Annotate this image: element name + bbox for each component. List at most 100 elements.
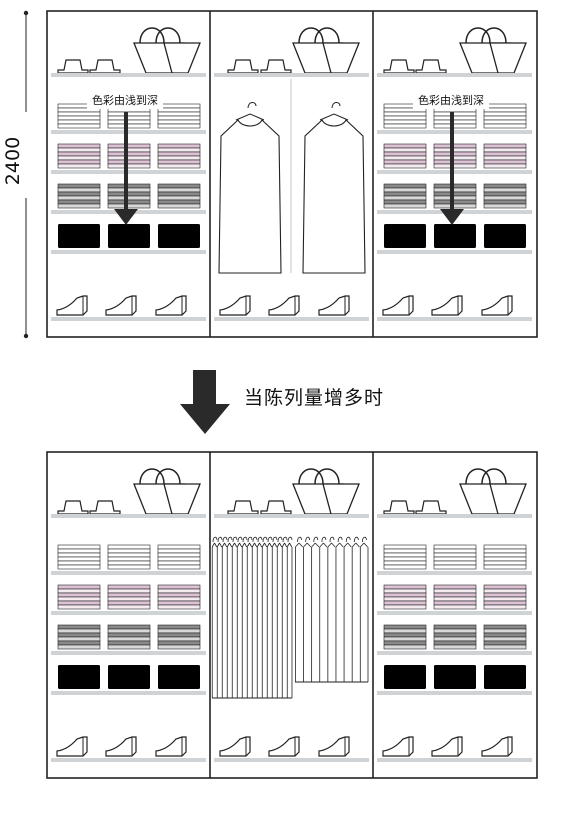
shelf-board (214, 73, 369, 77)
folded-clothes-stack (157, 584, 201, 610)
folded-clothes-stack (107, 183, 151, 209)
folded-clothes-stack (433, 544, 477, 570)
shelf-row (377, 624, 532, 655)
shoe-icon (268, 295, 300, 316)
shelf-board (51, 691, 206, 695)
hanger-icon (261, 536, 268, 698)
hanging-bay (214, 27, 369, 321)
transition-caption: 当陈列量增多时 (244, 387, 385, 409)
shelf-board (51, 758, 206, 762)
folded-clothes-stack (384, 224, 426, 248)
shelf-row (51, 143, 206, 174)
shoe-icon (431, 736, 463, 757)
hat-icon (227, 500, 259, 515)
folded-clothes-stack (383, 103, 427, 129)
hanging-bay (211, 468, 369, 762)
hat-icon (227, 59, 259, 74)
hanger-icon (266, 536, 273, 698)
shelf-board (377, 170, 532, 174)
hanger-icon (303, 536, 312, 682)
folded-clothes-stack (383, 183, 427, 209)
shoe-icon (268, 736, 300, 757)
shelf-board (51, 250, 206, 254)
shelf-board (214, 317, 369, 321)
folded-clothes-stack (107, 624, 151, 650)
hanger-icon (241, 536, 248, 698)
folded-clothes-stack (107, 584, 151, 610)
handbag-icon (459, 27, 527, 74)
folded-clothes-stack (434, 665, 476, 689)
dimension-endpoint (23, 10, 29, 16)
shoe-icon (382, 295, 414, 316)
shoe-icon (481, 736, 513, 757)
hat-icon (57, 500, 89, 515)
shelf-board (51, 73, 206, 77)
handbag-icon (133, 468, 201, 515)
folded-clothes-stack (107, 143, 151, 169)
folded-clothes-stack (483, 624, 527, 650)
folded-clothes-stack (483, 544, 527, 570)
shelf-bay (51, 468, 206, 762)
shelf-board (377, 758, 532, 762)
hanger-icon (271, 536, 278, 698)
hat-icon (415, 59, 447, 74)
hat-icon (260, 59, 292, 74)
hanger-icon (359, 536, 368, 682)
folded-clothes-stack (383, 544, 427, 570)
folded-clothes-stack (383, 584, 427, 610)
hanger-icon (246, 536, 253, 698)
folded-clothes-stack (483, 143, 527, 169)
height-dimension-label: 2400 (2, 136, 24, 186)
hanger-icon (295, 536, 304, 682)
shelf-row (51, 584, 206, 615)
folded-clothes-stack (483, 103, 527, 129)
shoe-icon (318, 736, 350, 757)
shelf-board (51, 130, 206, 134)
folded-clothes-stack (157, 103, 201, 129)
folded-clothes-stack (108, 665, 150, 689)
shoe-icon (105, 736, 137, 757)
folded-clothes-stack (483, 584, 527, 610)
shelf-board (377, 651, 532, 655)
hanger-icon (256, 536, 263, 698)
hanger-icon (276, 536, 283, 698)
annotations (8, 10, 464, 434)
shelf-board (377, 130, 532, 134)
hanger-icon (286, 536, 293, 698)
shoe-icon (382, 736, 414, 757)
hanger-icon (226, 536, 233, 698)
hanger-icon (343, 536, 352, 682)
folded-clothes-stack (434, 224, 476, 248)
hanging-garments-row (295, 536, 369, 683)
folded-clothes-stack (433, 624, 477, 650)
shelf-board (377, 317, 532, 321)
shoe-icon (56, 295, 88, 316)
handbag-icon (292, 468, 360, 515)
shoe-icon (431, 295, 463, 316)
shelf-row (51, 224, 206, 254)
shoe-icon (105, 295, 137, 316)
folded-clothes-stack (383, 143, 427, 169)
shelf-row (377, 224, 532, 254)
folded-clothes-stack (108, 224, 150, 248)
folded-clothes-stack (433, 183, 477, 209)
hat-icon (89, 59, 121, 74)
shelf-board (51, 611, 206, 615)
hanger-icon (231, 536, 238, 698)
shoe-icon (219, 736, 251, 757)
down-arrow-icon (440, 112, 464, 225)
folded-clothes-stack (383, 624, 427, 650)
shelf-board (377, 514, 532, 518)
shelf-board (377, 691, 532, 695)
shelf-board (214, 514, 369, 518)
dimension-label-backdrop (8, 112, 44, 198)
shelf-board (377, 571, 532, 575)
folded-clothes-stack (433, 584, 477, 610)
handbag-icon (459, 468, 527, 515)
color-order-note-right: 色彩由浅到深 (413, 91, 489, 109)
hat-icon (383, 500, 415, 515)
shelf-board (214, 758, 369, 762)
shelf-board (51, 317, 206, 321)
hanger-icon (311, 536, 320, 682)
hanger-icon (211, 536, 218, 698)
